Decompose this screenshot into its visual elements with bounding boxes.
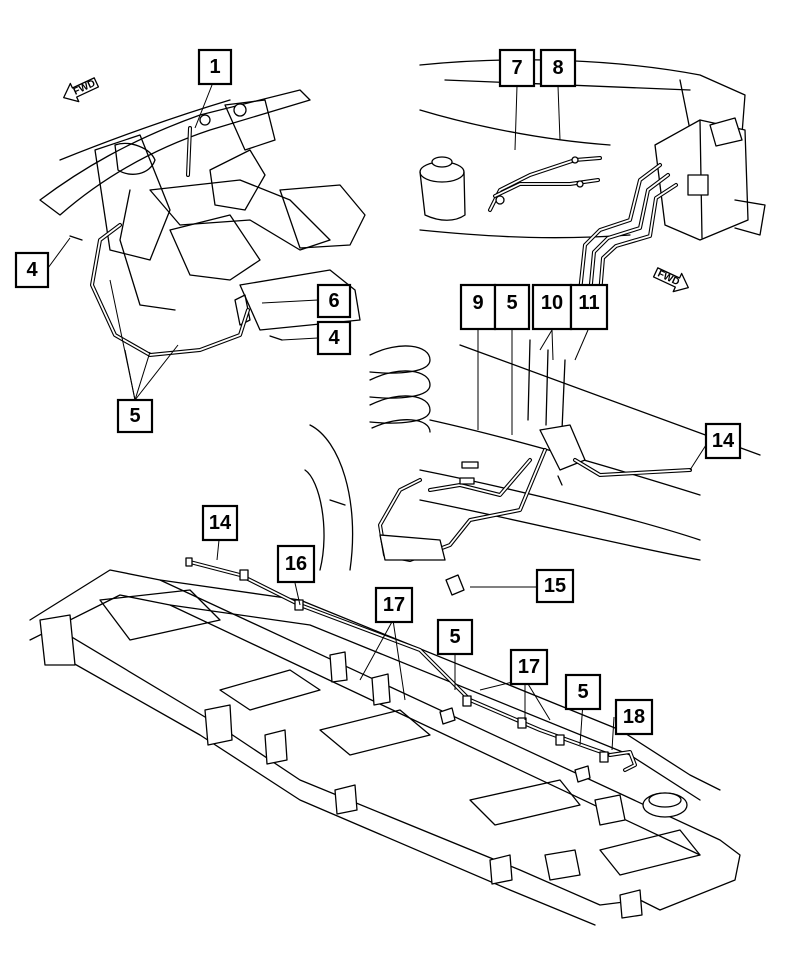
master-cylinder-abs-view <box>419 59 766 320</box>
fwd-label: FWD <box>72 78 97 98</box>
callout-9: 9 <box>459 283 497 331</box>
callout-14-left: 14 <box>201 504 239 542</box>
callout-1: 1 <box>197 48 233 86</box>
svg-text:1: 1 <box>209 56 220 78</box>
svg-text:9: 9 <box>472 292 483 314</box>
callout-17-right: 17 <box>509 648 549 686</box>
callout-5-mid: 5 <box>493 283 531 331</box>
svg-text:6: 6 <box>328 290 339 312</box>
callout-10: 10 <box>531 283 573 331</box>
svg-text:14: 14 <box>712 430 735 452</box>
svg-text:4: 4 <box>26 259 38 281</box>
svg-text:16: 16 <box>285 553 307 575</box>
svg-text:4: 4 <box>328 327 340 349</box>
svg-text:5: 5 <box>577 681 588 703</box>
callout-4-lower: 4 <box>316 320 352 356</box>
callout-5-bottom-left: 5 <box>436 618 474 656</box>
svg-text:7: 7 <box>511 57 522 79</box>
callout-17-left: 17 <box>374 586 414 624</box>
callout-14-right: 14 <box>704 422 742 460</box>
callout-5: 5 <box>116 398 154 434</box>
svg-text:18: 18 <box>623 706 645 728</box>
svg-text:14: 14 <box>209 512 232 534</box>
svg-text:5: 5 <box>506 292 517 314</box>
callout-8: 8 <box>539 48 577 88</box>
svg-text:5: 5 <box>449 626 460 648</box>
forward-arrow-icon: FWD <box>63 77 100 103</box>
callout-18: 18 <box>614 698 654 736</box>
fwd-label-right: FWD <box>656 269 681 289</box>
callout-5-bottom-right: 5 <box>564 673 602 711</box>
callout-6: 6 <box>316 283 352 319</box>
callout-15: 15 <box>535 568 575 604</box>
svg-text:17: 17 <box>383 594 405 616</box>
svg-text:15: 15 <box>544 575 566 597</box>
svg-text:5: 5 <box>129 405 140 427</box>
callout-4: 4 <box>14 251 50 289</box>
svg-text:10: 10 <box>541 292 563 314</box>
leader-lines <box>47 84 707 751</box>
full-frame-view <box>29 557 741 926</box>
front-frame-view <box>39 89 366 357</box>
svg-text:17: 17 <box>518 656 540 678</box>
callout-7: 7 <box>498 48 536 88</box>
forward-arrow-icon-right: FWD <box>652 267 689 293</box>
callout-16: 16 <box>276 544 316 584</box>
svg-text:8: 8 <box>552 57 563 79</box>
rear-axle-view <box>304 339 761 596</box>
callout-11: 11 <box>569 283 609 331</box>
svg-text:11: 11 <box>578 292 599 314</box>
